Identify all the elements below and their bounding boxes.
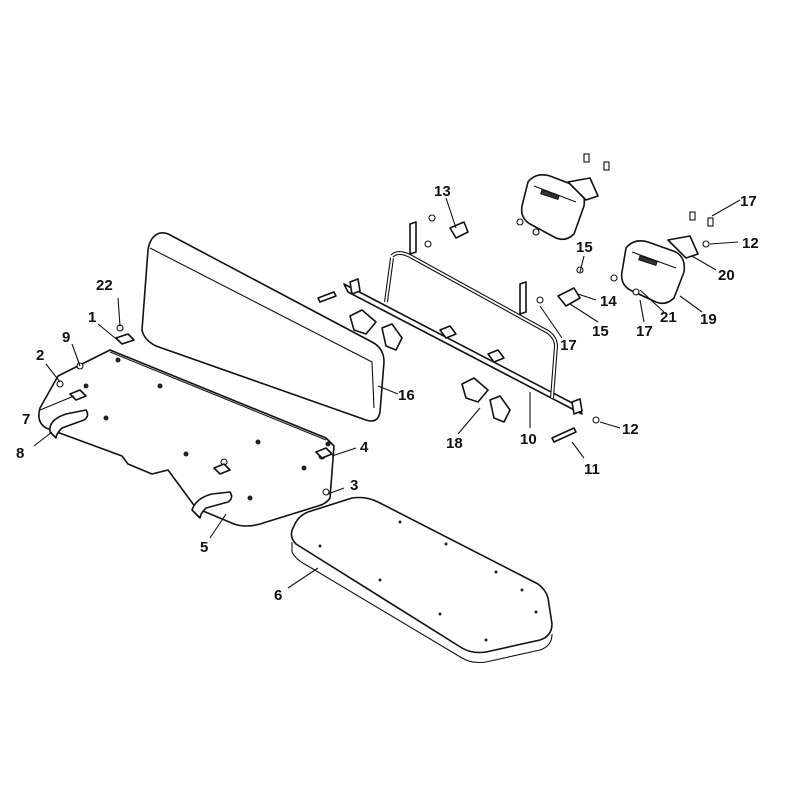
callout-1: 1 [88,309,96,326]
rod-11 [551,427,577,443]
bracket-13 [449,221,469,239]
armrest-left [520,174,599,241]
callout-17b: 17 [560,337,577,354]
callout-18: 18 [446,435,463,452]
seat-frame [343,221,583,415]
callout-12a: 12 [622,421,639,438]
callout-22: 22 [96,277,113,294]
seat-belt-buckles [349,309,511,423]
callout-19: 19 [700,311,717,328]
armrest-right [620,235,699,305]
callout-8: 8 [16,445,24,462]
callout-6: 6 [274,587,282,604]
strap-5 [191,491,233,519]
callouts: 1 2 3 4 5 6 7 8 9 10 11 12 12 13 14 15 1… [16,183,759,604]
callout-2: 2 [36,347,44,364]
bracket-14 [557,287,581,307]
callout-16: 16 [398,387,415,404]
callout-20: 20 [718,267,735,284]
seat-back-cushion [141,232,385,422]
callout-15b: 15 [592,323,609,340]
hardware [56,153,714,496]
callout-14: 14 [600,293,617,310]
callout-17c: 17 [636,323,653,340]
callout-13: 13 [434,183,451,200]
callout-17a: 17 [740,193,757,210]
rod-upper [317,291,337,303]
callout-11: 11 [584,461,600,478]
callout-10: 10 [520,431,537,448]
strap-8 [49,409,89,439]
callout-4: 4 [360,439,369,456]
callout-21: 21 [660,309,677,326]
callout-5: 5 [200,539,208,556]
callout-15a: 15 [576,239,593,256]
callout-9: 9 [62,329,70,346]
seat-bottom-cushion [290,496,553,664]
callout-12b: 12 [742,235,759,252]
callout-3: 3 [350,477,358,494]
leader-lines [33,197,741,589]
seat-pan [38,349,335,527]
callout-7: 7 [22,411,30,428]
